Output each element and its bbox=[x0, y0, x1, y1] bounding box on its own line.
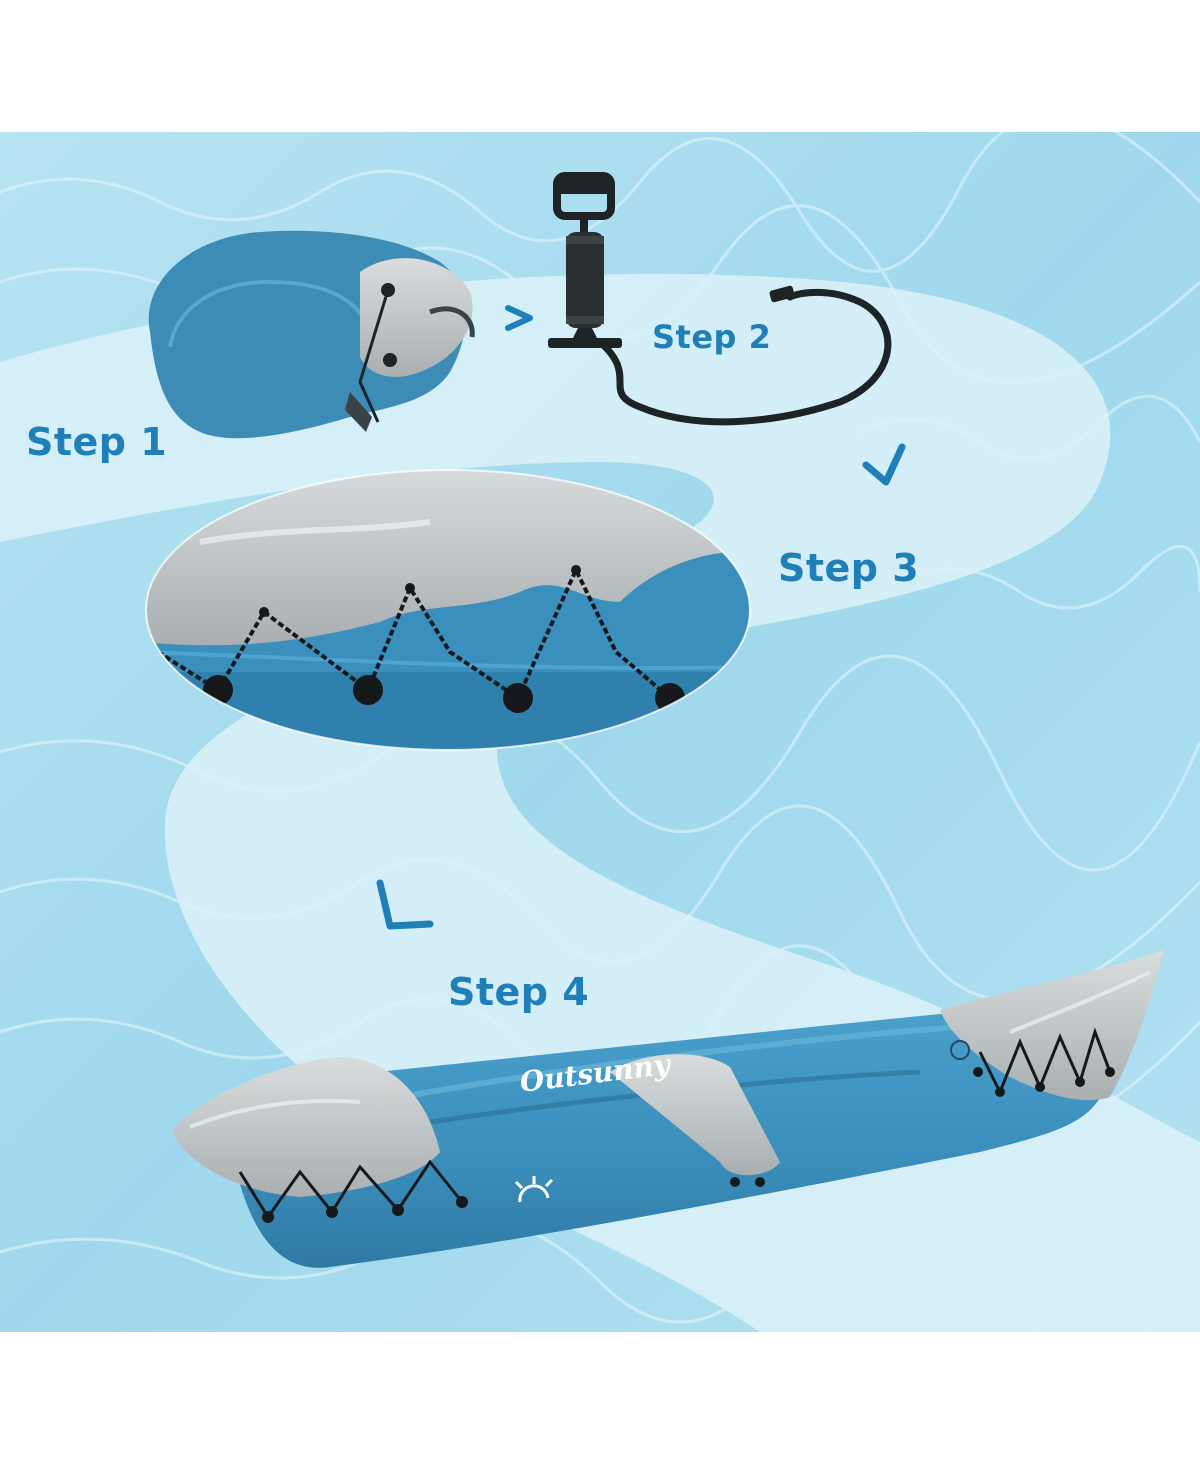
step-2-label: Step 2 bbox=[652, 318, 772, 356]
hand-pump bbox=[548, 172, 892, 426]
chevron-down-icon bbox=[862, 443, 906, 486]
chevron-down-left-icon bbox=[376, 879, 434, 930]
step-3-label: Step 3 bbox=[778, 546, 920, 590]
rope-lacing-detail bbox=[145, 469, 751, 751]
water-background-scene: Step 1 Step 2 Step 3 Step 4 bbox=[0, 132, 1200, 1332]
chevron-right-icon bbox=[505, 305, 533, 331]
step-4-label: Step 4 bbox=[448, 970, 590, 1014]
inflated-kayak bbox=[172, 950, 1164, 1268]
step-1-label: Step 1 bbox=[26, 420, 168, 464]
brand-sun-logo bbox=[514, 1176, 554, 1203]
folded-kayak bbox=[148, 230, 475, 439]
